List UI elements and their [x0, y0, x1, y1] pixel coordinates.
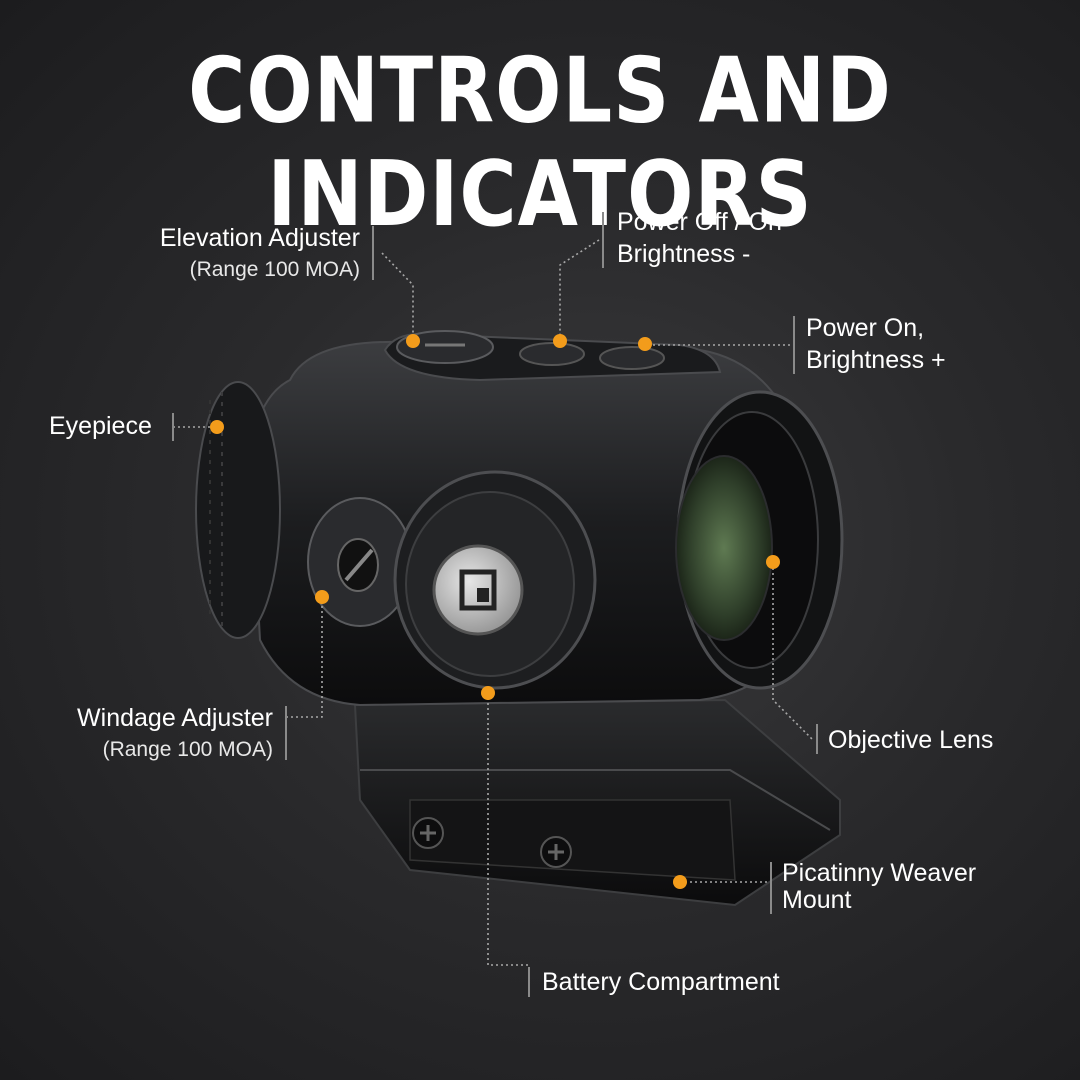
power-on-line1: Power On,: [806, 314, 925, 342]
indicator-dots: [210, 334, 780, 889]
eyepiece-shape: [195, 381, 281, 639]
eyepiece-dot: [210, 420, 224, 434]
elevation-label-main: Elevation Adjuster: [159, 224, 360, 252]
mount-line2: Mount: [782, 886, 852, 914]
power-off-label: Power Off / On Brightness -: [617, 206, 782, 270]
power-on-label: Power On, Brightness +: [806, 312, 946, 376]
windage-label-range: (Range 100 MOA): [102, 738, 273, 761]
page-title: CONTROLS AND INDICATORS: [188, 40, 892, 247]
battery-cap-shape: [393, 470, 597, 690]
objective-dot: [766, 555, 780, 569]
power-off-line2: Brightness -: [617, 240, 751, 268]
mount-dot: [673, 875, 687, 889]
battery-dot: [481, 686, 495, 700]
power-on-bar: [793, 316, 795, 374]
mount-line1: Picatinny Weaver: [782, 859, 977, 887]
picatinny-mount-shape: [353, 698, 841, 907]
power-off-dot: [553, 334, 567, 348]
power-off-bar: [602, 212, 604, 268]
mount-bar: [770, 862, 772, 914]
elevation-adjuster-label: Elevation Adjuster (Range 100 MOA): [160, 222, 360, 286]
battery-compartment-label: Battery Compartment: [542, 968, 780, 996]
windage-label-main: Windage Adjuster: [77, 704, 273, 732]
windage-bar: [285, 706, 287, 760]
eyepiece-bar: [172, 413, 174, 441]
elevation-dot: [406, 334, 420, 348]
objective-bar: [816, 724, 818, 754]
windage-adjuster-label: Windage Adjuster (Range 100 MOA): [77, 702, 273, 766]
picatinny-mount-label: Picatinny Weaver Mount: [782, 860, 976, 914]
power-on-dot: [638, 337, 652, 351]
windage-dot: [315, 590, 329, 604]
power-off-line1: Power Off / On: [617, 208, 782, 236]
elevation-bar: [372, 226, 374, 280]
elevation-label-range: (Range 100 MOA): [189, 258, 360, 281]
power-on-line2: Brightness +: [806, 346, 946, 374]
objective-lens-label: Objective Lens: [828, 726, 994, 754]
windage-adjuster-shape: [307, 497, 413, 627]
objective-lens-shape: [675, 390, 844, 690]
battery-bar: [528, 967, 530, 997]
eyepiece-label: Eyepiece: [49, 412, 152, 440]
